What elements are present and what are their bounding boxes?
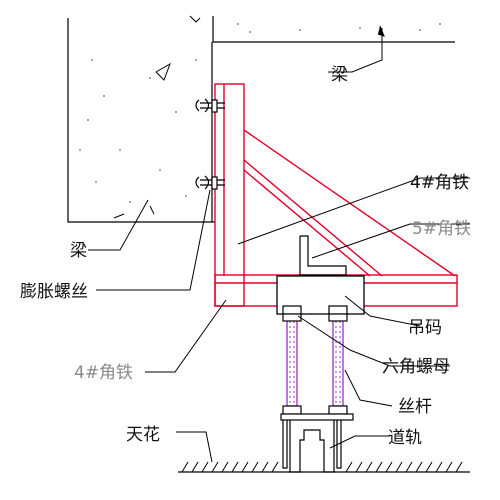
vertical-angle-iron xyxy=(214,83,245,307)
label-rail: 道轨 xyxy=(388,428,422,448)
expansion-bolt-lower xyxy=(195,175,225,190)
label-threaded-rod: 丝杆 xyxy=(398,397,432,417)
label-beam-left: 梁 xyxy=(70,241,87,261)
expansion-bolt-upper xyxy=(195,98,225,113)
label-angle-4-bottom: 4#角铁 xyxy=(74,363,133,383)
concrete-beam xyxy=(67,16,455,223)
label-hex-nut: 六角螺母 xyxy=(382,357,450,377)
angle-iron-5 xyxy=(299,235,347,276)
diagonal-brace xyxy=(243,129,456,277)
threaded-rods xyxy=(286,313,344,407)
leader-lines xyxy=(88,25,470,463)
label-beam-top: 梁 xyxy=(331,65,348,85)
concrete-texture xyxy=(79,23,441,203)
concrete-aggregate xyxy=(113,15,201,219)
label-angle-4-top: 4#角铁 xyxy=(410,173,469,193)
ceiling-rail xyxy=(280,413,354,473)
label-angle-5: 5#角铁 xyxy=(412,219,471,239)
label-ceiling: 天花 xyxy=(126,425,160,445)
ceiling-line xyxy=(178,461,470,473)
label-hanger-clamp: 吊码 xyxy=(408,318,442,338)
label-expansion-bolt: 膨胀螺丝 xyxy=(20,282,88,302)
